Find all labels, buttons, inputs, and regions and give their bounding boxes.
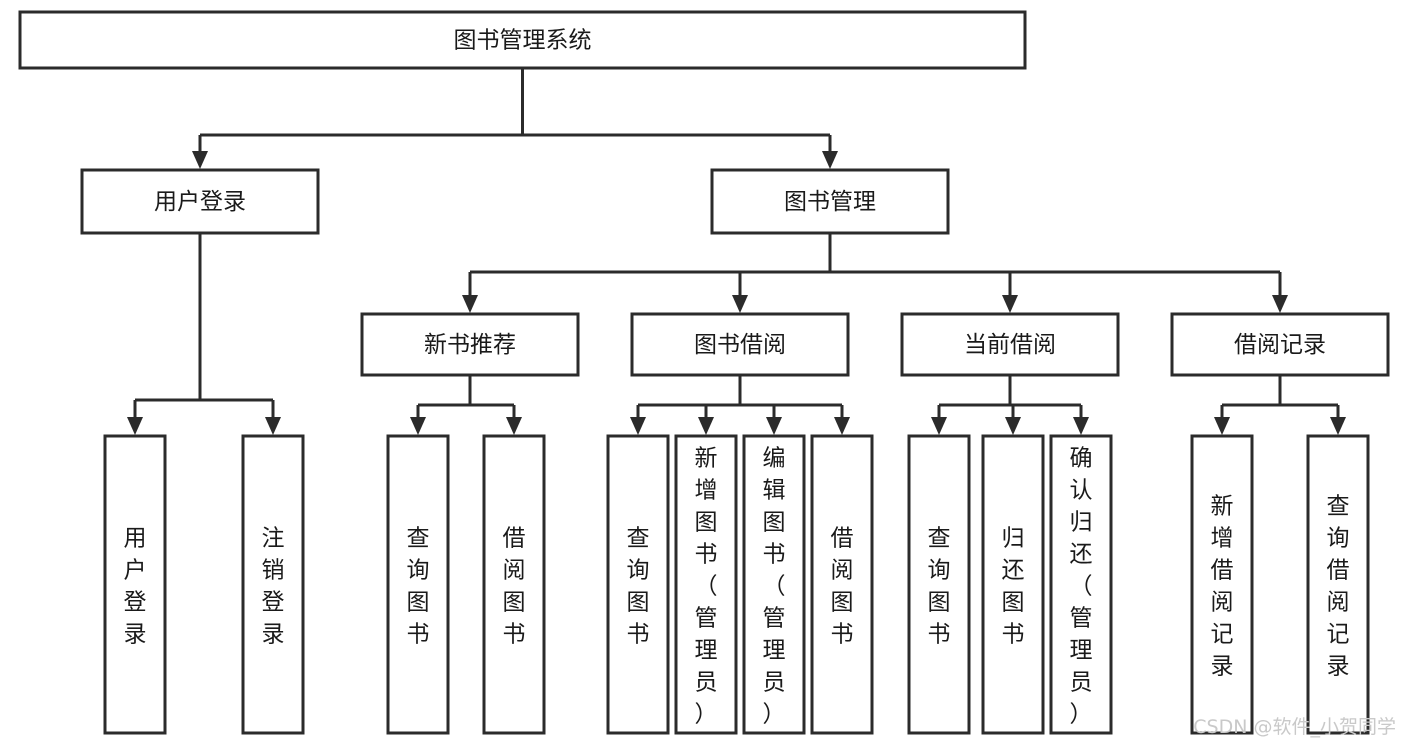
connector-layer <box>127 68 1346 435</box>
node-box-leaf-user-login[interactable] <box>103 434 167 735</box>
node-box-leaf-bb-borrow-book[interactable] <box>810 434 874 735</box>
node-label-current-borrow: 当前借阅 <box>964 332 1056 358</box>
node-leaf-br-add-record[interactable]: 新增借阅记录 <box>1190 434 1254 735</box>
node-box-leaf-bb-query-book[interactable] <box>606 434 670 735</box>
connector-group-new-book-recommend <box>410 375 522 435</box>
node-box-leaf-cb-query-book[interactable] <box>907 434 971 735</box>
node-box-new-book-recommend[interactable] <box>360 312 580 377</box>
node-leaf-bb-borrow-book[interactable]: 借阅图书 <box>810 434 874 735</box>
node-box-current-borrow[interactable] <box>900 312 1120 377</box>
node-box-book-management[interactable] <box>710 168 950 235</box>
node-leaf-bb-add-book[interactable]: 新增图书（管理员） <box>674 434 738 735</box>
node-book-management[interactable]: 图书管理 <box>710 168 950 235</box>
node-leaf-cb-return-book[interactable]: 归还图书 <box>981 434 1045 735</box>
node-box-leaf-cb-confirm-return[interactable] <box>1049 434 1113 735</box>
connector-group-root <box>192 68 838 169</box>
node-box-leaf-user-logout[interactable] <box>241 434 305 735</box>
connector-group-book-management <box>462 233 1288 313</box>
node-layer: 图书管理系统用户登录图书管理新书推荐图书借阅当前借阅借阅记录用户登录注销登录查询… <box>18 10 1390 735</box>
node-label-leaf-nbr-query-book: 查询图书 <box>407 525 430 647</box>
connector-group-book-borrow <box>630 375 850 435</box>
node-box-leaf-bb-add-book[interactable] <box>674 434 738 735</box>
node-borrow-record[interactable]: 借阅记录 <box>1170 312 1390 377</box>
node-box-user-login[interactable] <box>80 168 320 235</box>
node-label-leaf-bb-query-book: 查询图书 <box>627 525 650 647</box>
node-root[interactable]: 图书管理系统 <box>18 10 1027 70</box>
node-label-borrow-record: 借阅记录 <box>1234 332 1326 358</box>
node-current-borrow[interactable]: 当前借阅 <box>900 312 1120 377</box>
node-leaf-user-logout[interactable]: 注销登录 <box>241 434 305 735</box>
node-box-leaf-nbr-query-book[interactable] <box>386 434 450 735</box>
node-label-root: 图书管理系统 <box>454 28 592 54</box>
node-label-book-borrow: 图书借阅 <box>694 332 786 358</box>
node-box-book-borrow[interactable] <box>630 312 850 377</box>
node-label-new-book-recommend: 新书推荐 <box>424 332 516 358</box>
node-user-login[interactable]: 用户登录 <box>80 168 320 235</box>
node-label-leaf-br-add-record: 新增借阅记录 <box>1211 493 1234 679</box>
node-label-leaf-cb-query-book: 查询图书 <box>928 525 951 647</box>
node-leaf-nbr-borrow-book[interactable]: 借阅图书 <box>482 434 546 735</box>
node-label-leaf-cb-confirm-return: 确认归还（管理员） <box>1070 445 1093 727</box>
connector-group-user-login <box>127 233 281 435</box>
node-leaf-br-query-record[interactable]: 查询借阅记录 <box>1306 434 1370 735</box>
node-leaf-bb-query-book[interactable]: 查询图书 <box>606 434 670 735</box>
node-leaf-bb-edit-book[interactable]: 编辑图书（管理员） <box>742 434 806 735</box>
node-label-user-login: 用户登录 <box>154 189 246 215</box>
connector-group-borrow-record <box>1214 375 1346 435</box>
node-box-borrow-record[interactable] <box>1170 312 1390 377</box>
node-label-leaf-bb-borrow-book: 借阅图书 <box>831 525 854 647</box>
node-box-leaf-br-query-record[interactable] <box>1306 434 1370 735</box>
node-box-leaf-br-add-record[interactable] <box>1190 434 1254 735</box>
node-box-root[interactable] <box>18 10 1027 70</box>
node-label-leaf-bb-edit-book: 编辑图书（管理员） <box>763 445 786 727</box>
node-label-leaf-bb-add-book: 新增图书（管理员） <box>695 445 718 727</box>
node-label-leaf-nbr-borrow-book: 借阅图书 <box>503 525 526 647</box>
node-new-book-recommend[interactable]: 新书推荐 <box>360 312 580 377</box>
node-leaf-nbr-query-book[interactable]: 查询图书 <box>386 434 450 735</box>
node-leaf-cb-confirm-return[interactable]: 确认归还（管理员） <box>1049 434 1113 735</box>
node-leaf-cb-query-book[interactable]: 查询图书 <box>907 434 971 735</box>
node-leaf-user-login[interactable]: 用户登录 <box>103 434 167 735</box>
node-label-leaf-cb-return-book: 归还图书 <box>1002 525 1025 647</box>
node-label-leaf-user-login: 用户登录 <box>124 525 147 647</box>
node-box-leaf-nbr-borrow-book[interactable] <box>482 434 546 735</box>
node-label-leaf-user-logout: 注销登录 <box>262 525 285 647</box>
node-label-leaf-br-query-record: 查询借阅记录 <box>1327 493 1350 679</box>
csdn-watermark: CSDN @软件_小贺同学 <box>1193 716 1396 738</box>
node-label-book-management: 图书管理 <box>784 189 876 215</box>
node-book-borrow[interactable]: 图书借阅 <box>630 312 850 377</box>
node-box-leaf-bb-edit-book[interactable] <box>742 434 806 735</box>
node-box-leaf-cb-return-book[interactable] <box>981 434 1045 735</box>
connector-group-current-borrow <box>931 375 1089 435</box>
